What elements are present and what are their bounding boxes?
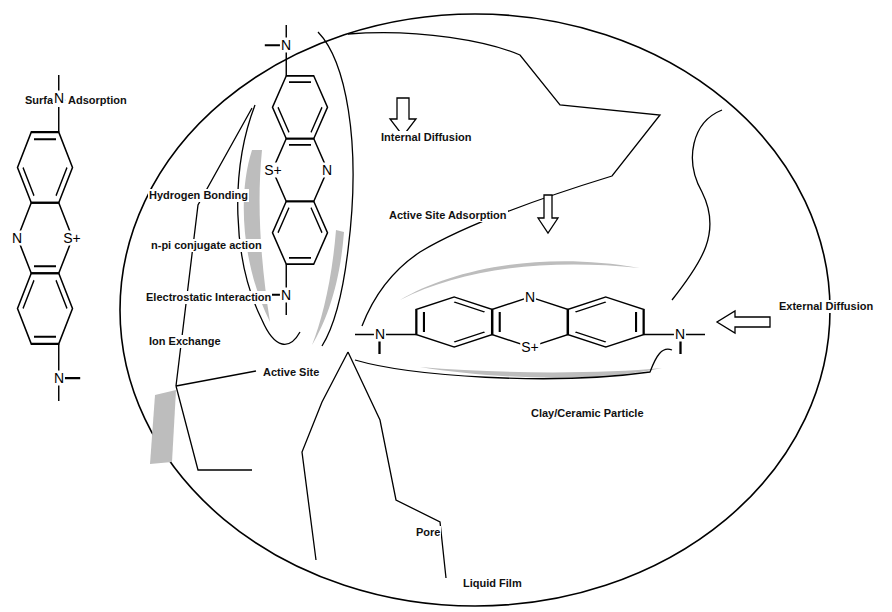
mechanism-label: Ion Exchange xyxy=(148,335,222,348)
mechanism-label: n-pi conjugate action xyxy=(150,239,263,252)
mechanism-label: Internal Diffusion xyxy=(380,131,472,144)
atom-label: S+ xyxy=(263,163,283,178)
mechanism-label: Surface Adsorption xyxy=(24,94,128,107)
mechanism-label: External Diffusion xyxy=(778,300,874,313)
mechanism-label: Pore xyxy=(415,526,441,539)
mechanism-label: Active Site Adsorption xyxy=(388,209,508,222)
atom-label: N xyxy=(524,290,536,305)
mechanism-label: Liquid Film xyxy=(462,577,523,590)
mechanism-label: Hydrogen Bonding xyxy=(148,189,249,202)
atom-label: N xyxy=(280,288,292,303)
atom-label: N xyxy=(280,38,292,53)
mechanism-label: Electrostatic Interaction xyxy=(145,291,272,304)
mechanism-label: Clay/Ceramic Particle xyxy=(530,407,645,420)
atom-label: N xyxy=(321,163,333,178)
atom-label: N xyxy=(53,371,65,386)
atom-label: S+ xyxy=(520,340,540,355)
atom-label: N xyxy=(11,231,23,246)
atom-label: N xyxy=(374,327,386,342)
atom-label: S+ xyxy=(62,231,82,246)
mechanism-label: Active Site xyxy=(262,366,320,379)
atom-label: N xyxy=(53,91,65,106)
atom-label: N xyxy=(674,327,686,342)
